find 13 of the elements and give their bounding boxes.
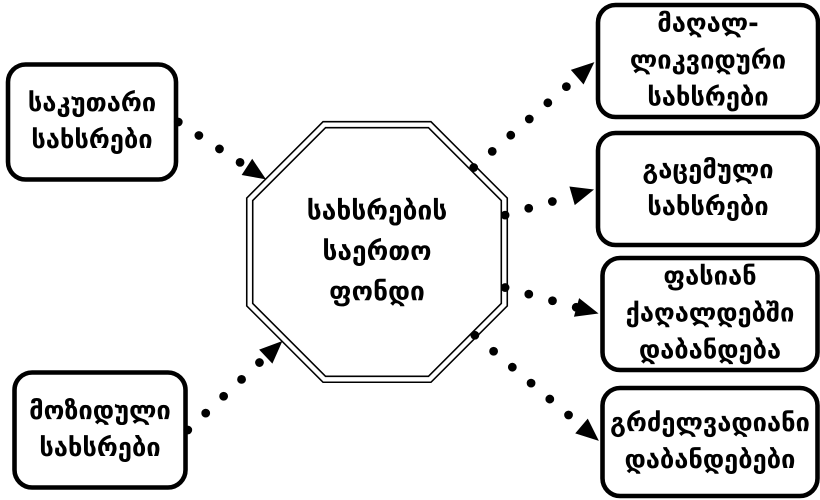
octagon-box: სახსრების საერთო ფონდი: [246, 120, 508, 384]
process-box: მაღალ- ლიკვიდური სახსრები: [596, 2, 820, 120]
process-box: ფასიან ქაღალდებში დაბანდება: [600, 256, 820, 372]
process-box: გაცემული სახსრები: [596, 130, 820, 248]
dotted-arrow: [469, 62, 594, 172]
dotted-arrow: [500, 283, 599, 317]
process-box: მოზიდული სახსრები: [12, 370, 188, 490]
process-box: გრძელვადიანი დაბანდებები: [600, 386, 820, 498]
dotted-arrow: [500, 186, 594, 220]
dotted-arrow: [174, 118, 266, 180]
dotted-arrow: [470, 330, 599, 441]
dotted-arrow: [183, 341, 282, 434]
process-box: საკუთარი სახსრები: [6, 62, 178, 182]
